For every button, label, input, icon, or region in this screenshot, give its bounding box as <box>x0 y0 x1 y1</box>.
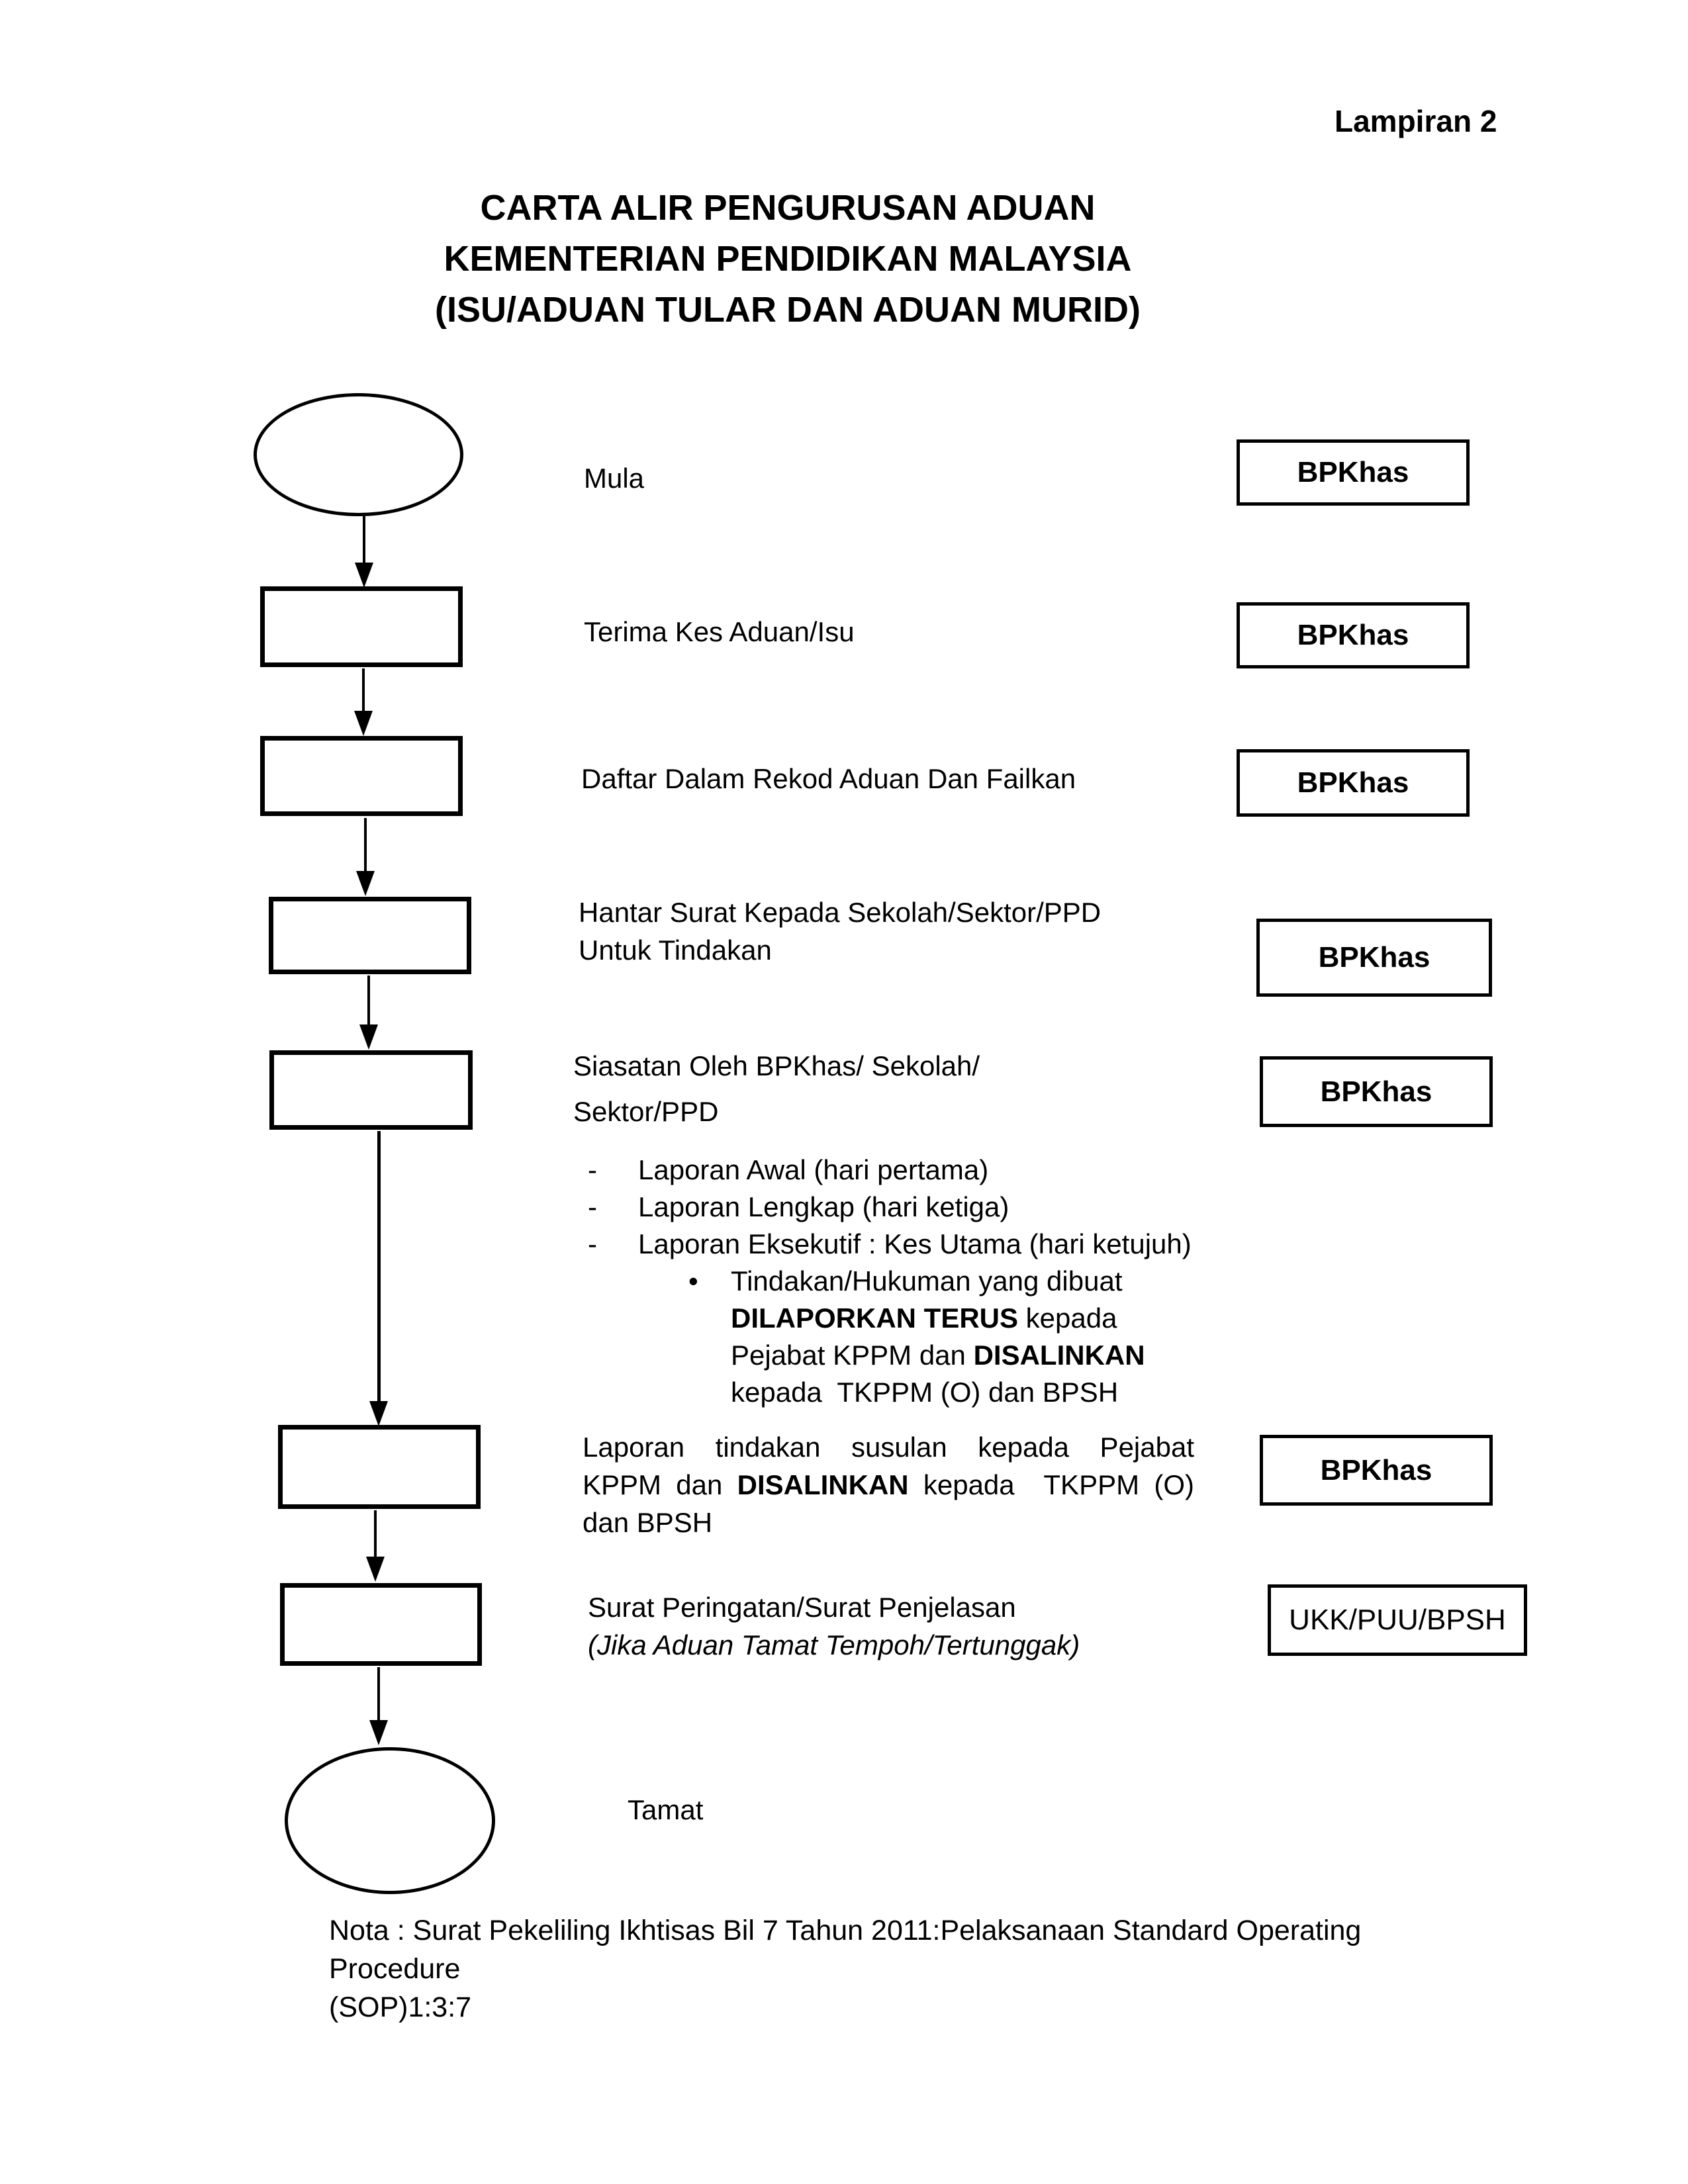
arrow-head-icon <box>359 1024 378 1050</box>
step-label-hantar-line-2: Untuk Tindakan <box>579 934 772 966</box>
end-ellipse <box>285 1747 495 1894</box>
footer-note-line-1: Nota : Surat Pekeliling Ikhtisas Bil 7 T… <box>329 1915 1362 1985</box>
step-label-surat-line-1: Surat Peringatan/Surat Penjelasan <box>588 1592 1016 1623</box>
list-item-text: Laporan Eksekutif : Kes Utama (hari ketu… <box>638 1228 1192 1259</box>
bullet-marker: • <box>688 1265 698 1297</box>
arrow-shaft <box>377 1131 381 1401</box>
process-box-hantar <box>269 897 471 974</box>
step-label-mula: Mula <box>584 463 645 494</box>
dash-marker: - <box>588 1191 597 1222</box>
arrow-shaft <box>362 668 365 711</box>
step-label-surat-line-2: (Jika Aduan Tamat Tempoh/Tertunggak) <box>588 1629 1080 1661</box>
responsible-box-bpkhas-3: BPKhas <box>1237 749 1470 817</box>
arrow-shaft <box>367 976 370 1024</box>
arrow-head-icon <box>354 711 373 736</box>
flow-arrow-3 <box>356 818 375 896</box>
flow-arrow-2 <box>354 668 373 736</box>
page-title-line-3: (ISU/ADUAN TULAR DAN ADUAN MURID) <box>435 290 1141 330</box>
step-label-siasatan-line-1: Siasatan Oleh BPKhas/ Sekolah/ <box>573 1050 980 1081</box>
responsible-box-ukk-puu-bpsh: UKK/PUU/BPSH <box>1268 1584 1527 1656</box>
responsible-box-bpkhas-2: BPKhas <box>1237 602 1470 668</box>
arrow-shaft <box>363 516 365 563</box>
list-item: - Laporan Awal (hari pertama) <box>588 1152 1192 1189</box>
arrow-shaft <box>374 1510 377 1557</box>
dash-marker: - <box>588 1154 597 1185</box>
page-title: CARTA ALIR PENGURUSAN ADUAN KEMENTERIAN … <box>225 183 1350 336</box>
process-box-laporan <box>278 1425 481 1509</box>
step-label-tamat: Tamat <box>628 1794 704 1825</box>
step-label-hantar-line-1: Hantar Surat Kepada Sekolah/Sektor/PPD <box>579 897 1102 928</box>
flow-arrow-6 <box>366 1510 385 1582</box>
arrow-head-icon <box>355 563 373 588</box>
process-box-siasatan <box>269 1050 473 1130</box>
arrow-head-icon <box>366 1557 385 1582</box>
step-label-siasatan-line-2: Sektor/PPD <box>573 1096 719 1127</box>
page-title-line-1: CARTA ALIR PENGURUSAN ADUAN <box>480 188 1096 228</box>
process-box-surat <box>280 1583 482 1666</box>
footer-note-line-2: (SOP)1:3:7 <box>329 1991 472 2023</box>
list-item-text: Laporan Lengkap (hari ketiga) <box>638 1191 1009 1222</box>
list-item: - Laporan Lengkap (hari ketiga) <box>588 1189 1192 1226</box>
arrow-shaft <box>377 1667 380 1720</box>
process-box-daftar <box>260 736 463 816</box>
flow-arrow-4 <box>359 976 378 1050</box>
siasatan-report-list: - Laporan Awal (hari pertama) - Laporan Le… <box>588 1152 1192 1263</box>
step-label-daftar: Daftar Dalam Rekod Aduan Dan Failkan <box>581 763 1076 794</box>
list-item-text: Laporan Awal (hari pertama) <box>638 1154 989 1185</box>
responsible-box-bpkhas-4: BPKhas <box>1256 919 1492 997</box>
arrow-head-icon <box>356 871 375 896</box>
arrow-head-icon <box>369 1401 388 1426</box>
flow-arrow-5 <box>369 1131 388 1426</box>
responsible-box-bpkhas-6: BPKhas <box>1260 1435 1493 1506</box>
flow-arrow-7 <box>369 1667 388 1745</box>
process-box-terima <box>260 586 463 667</box>
step-label-terima: Terima Kes Aduan/Isu <box>584 616 855 647</box>
responsible-box-bpkhas-5: BPKhas <box>1260 1056 1493 1127</box>
arrow-head-icon <box>369 1720 388 1745</box>
footer-note: Nota : Surat Pekeliling Ikhtisas Bil 7 T… <box>329 1911 1494 2026</box>
start-ellipse <box>254 393 463 516</box>
page-title-line-2: KEMENTERIAN PENDIDIKAN MALAYSIA <box>444 239 1132 279</box>
step-label-siasatan: Siasatan Oleh BPKhas/ Sekolah/ Sektor/PP… <box>573 1043 980 1134</box>
dash-marker: - <box>588 1228 597 1259</box>
flow-arrow-1 <box>355 516 373 588</box>
list-item: - Laporan Eksekutif : Kes Utama (hari ket… <box>588 1226 1192 1263</box>
step-label-hantar: Hantar Surat Kepada Sekolah/Sektor/PPD U… <box>579 893 1101 969</box>
responsible-box-bpkhas-1: BPKhas <box>1237 439 1470 506</box>
arrow-shaft <box>364 818 367 871</box>
attachment-label: Lampiran 2 <box>1335 104 1497 138</box>
step-label-surat: Surat Peringatan/Surat Penjelasan (Jika … <box>588 1588 1080 1664</box>
